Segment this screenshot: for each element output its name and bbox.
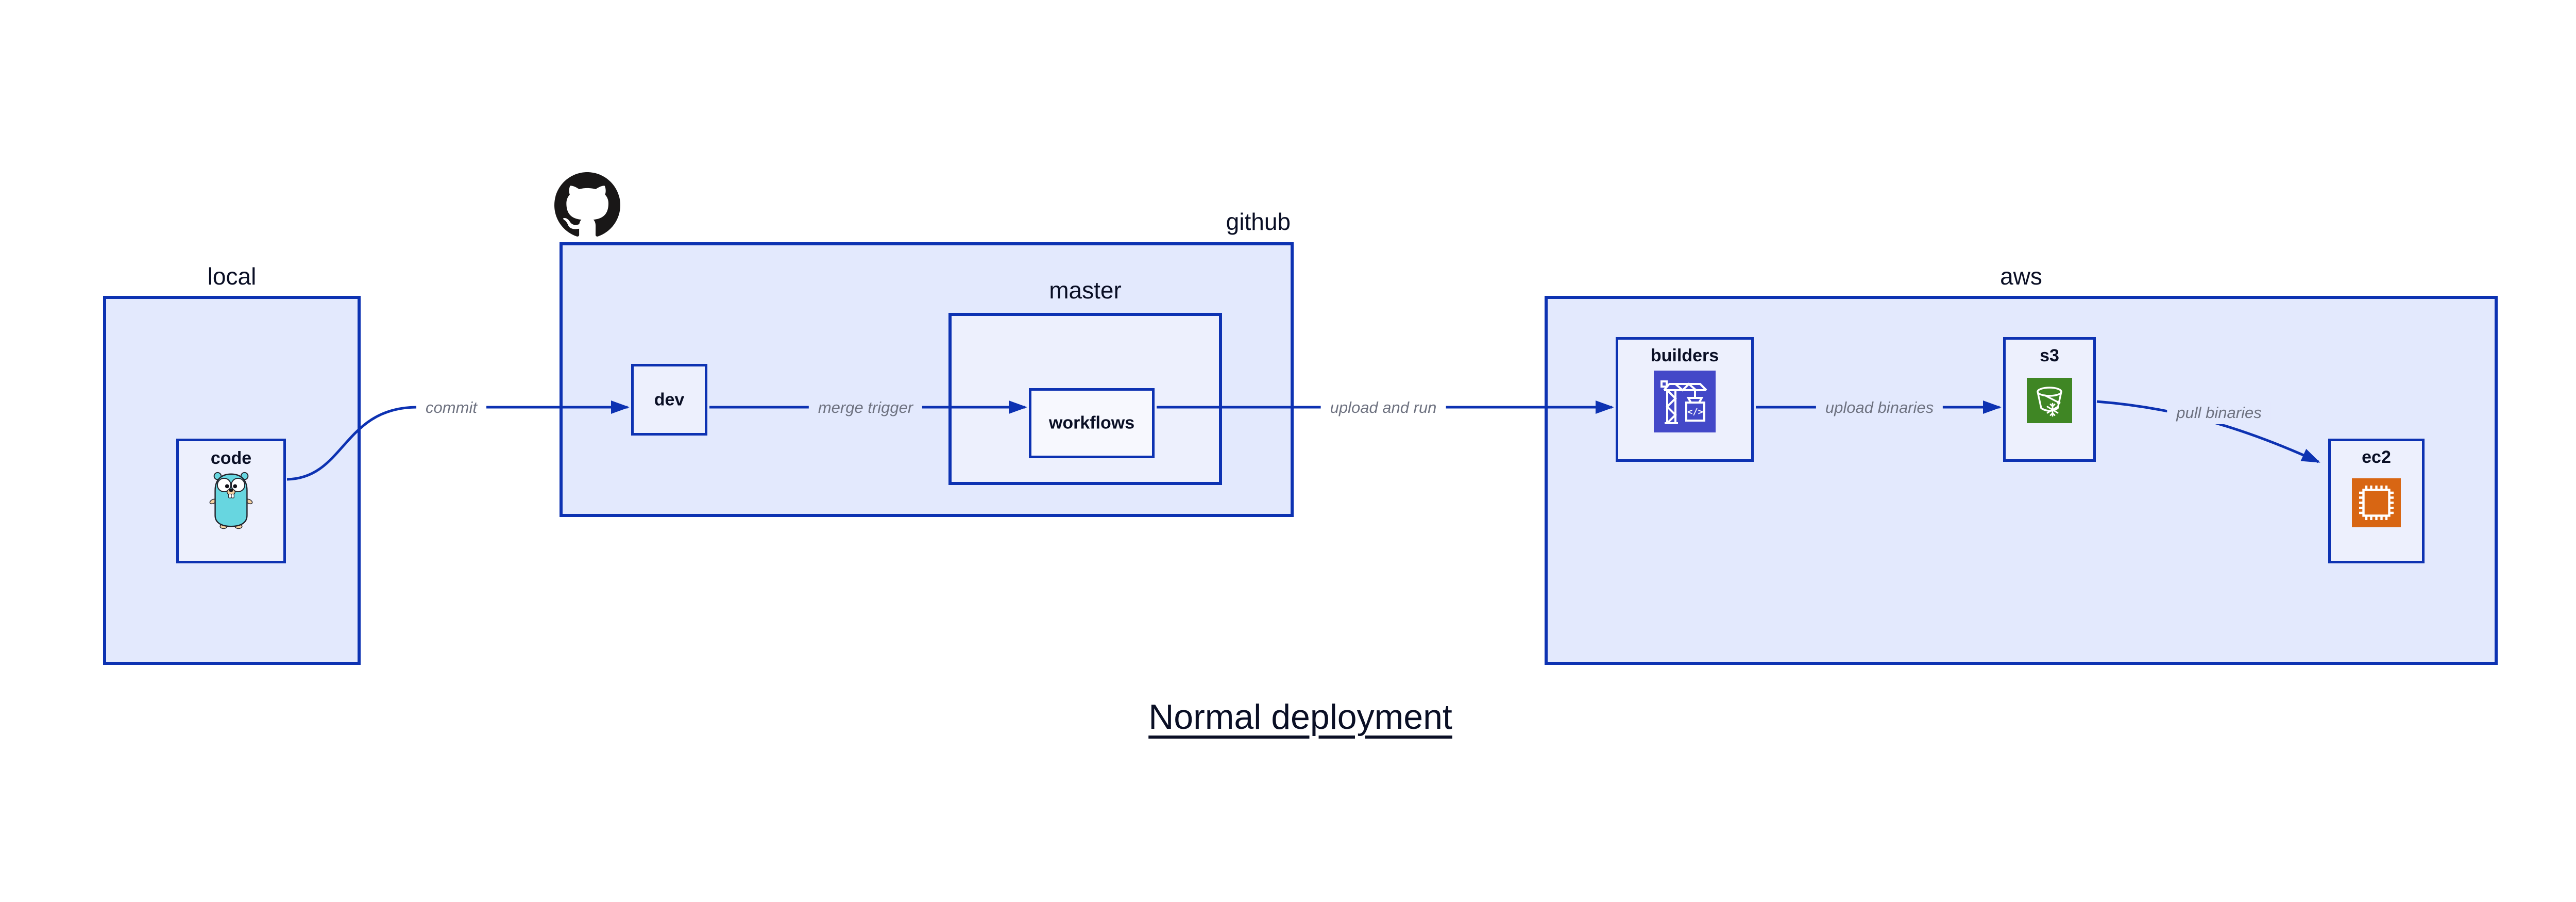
container-local-title: local [207,263,257,290]
codebuild-code-glyph: </> [1687,407,1703,417]
node-code: code [176,439,286,563]
node-dev-label: dev [654,390,685,409]
node-s3-label: s3 [2040,346,2059,365]
s3-bucket-icon [2027,378,2072,423]
node-workflows-label: workflows [1048,413,1135,433]
node-ec2-label: ec2 [2362,447,2391,467]
edge-upload-and-run-label: upload and run [1320,396,1446,419]
node-code-label: code [210,448,252,468]
diagram-caption: Normal deployment [1148,697,1452,737]
node-s3: s3 [2003,337,2096,462]
node-builders-label: builders [1650,346,1719,365]
node-dev: dev [631,364,707,436]
codebuild-crane-icon: </> [1654,371,1716,432]
edge-upload-binaries-label: upload binaries [1816,396,1943,419]
edge-commit-label: commit [416,396,486,419]
container-github-title: github [1226,208,1291,235]
node-builders: builders </> [1616,337,1754,462]
node-ec2: ec2 [2328,439,2425,563]
node-workflows: workflows [1029,388,1155,458]
edge-pull-binaries-label: pull binaries [2167,402,2271,424]
github-octocat-icon [554,172,620,238]
container-master-title: master [1049,277,1122,304]
ec2-chip-icon [2352,478,2401,527]
container-aws-title: aws [2000,263,2042,290]
edge-merge-trigger-label: merge trigger [808,396,923,419]
go-gopher-icon [209,470,253,530]
